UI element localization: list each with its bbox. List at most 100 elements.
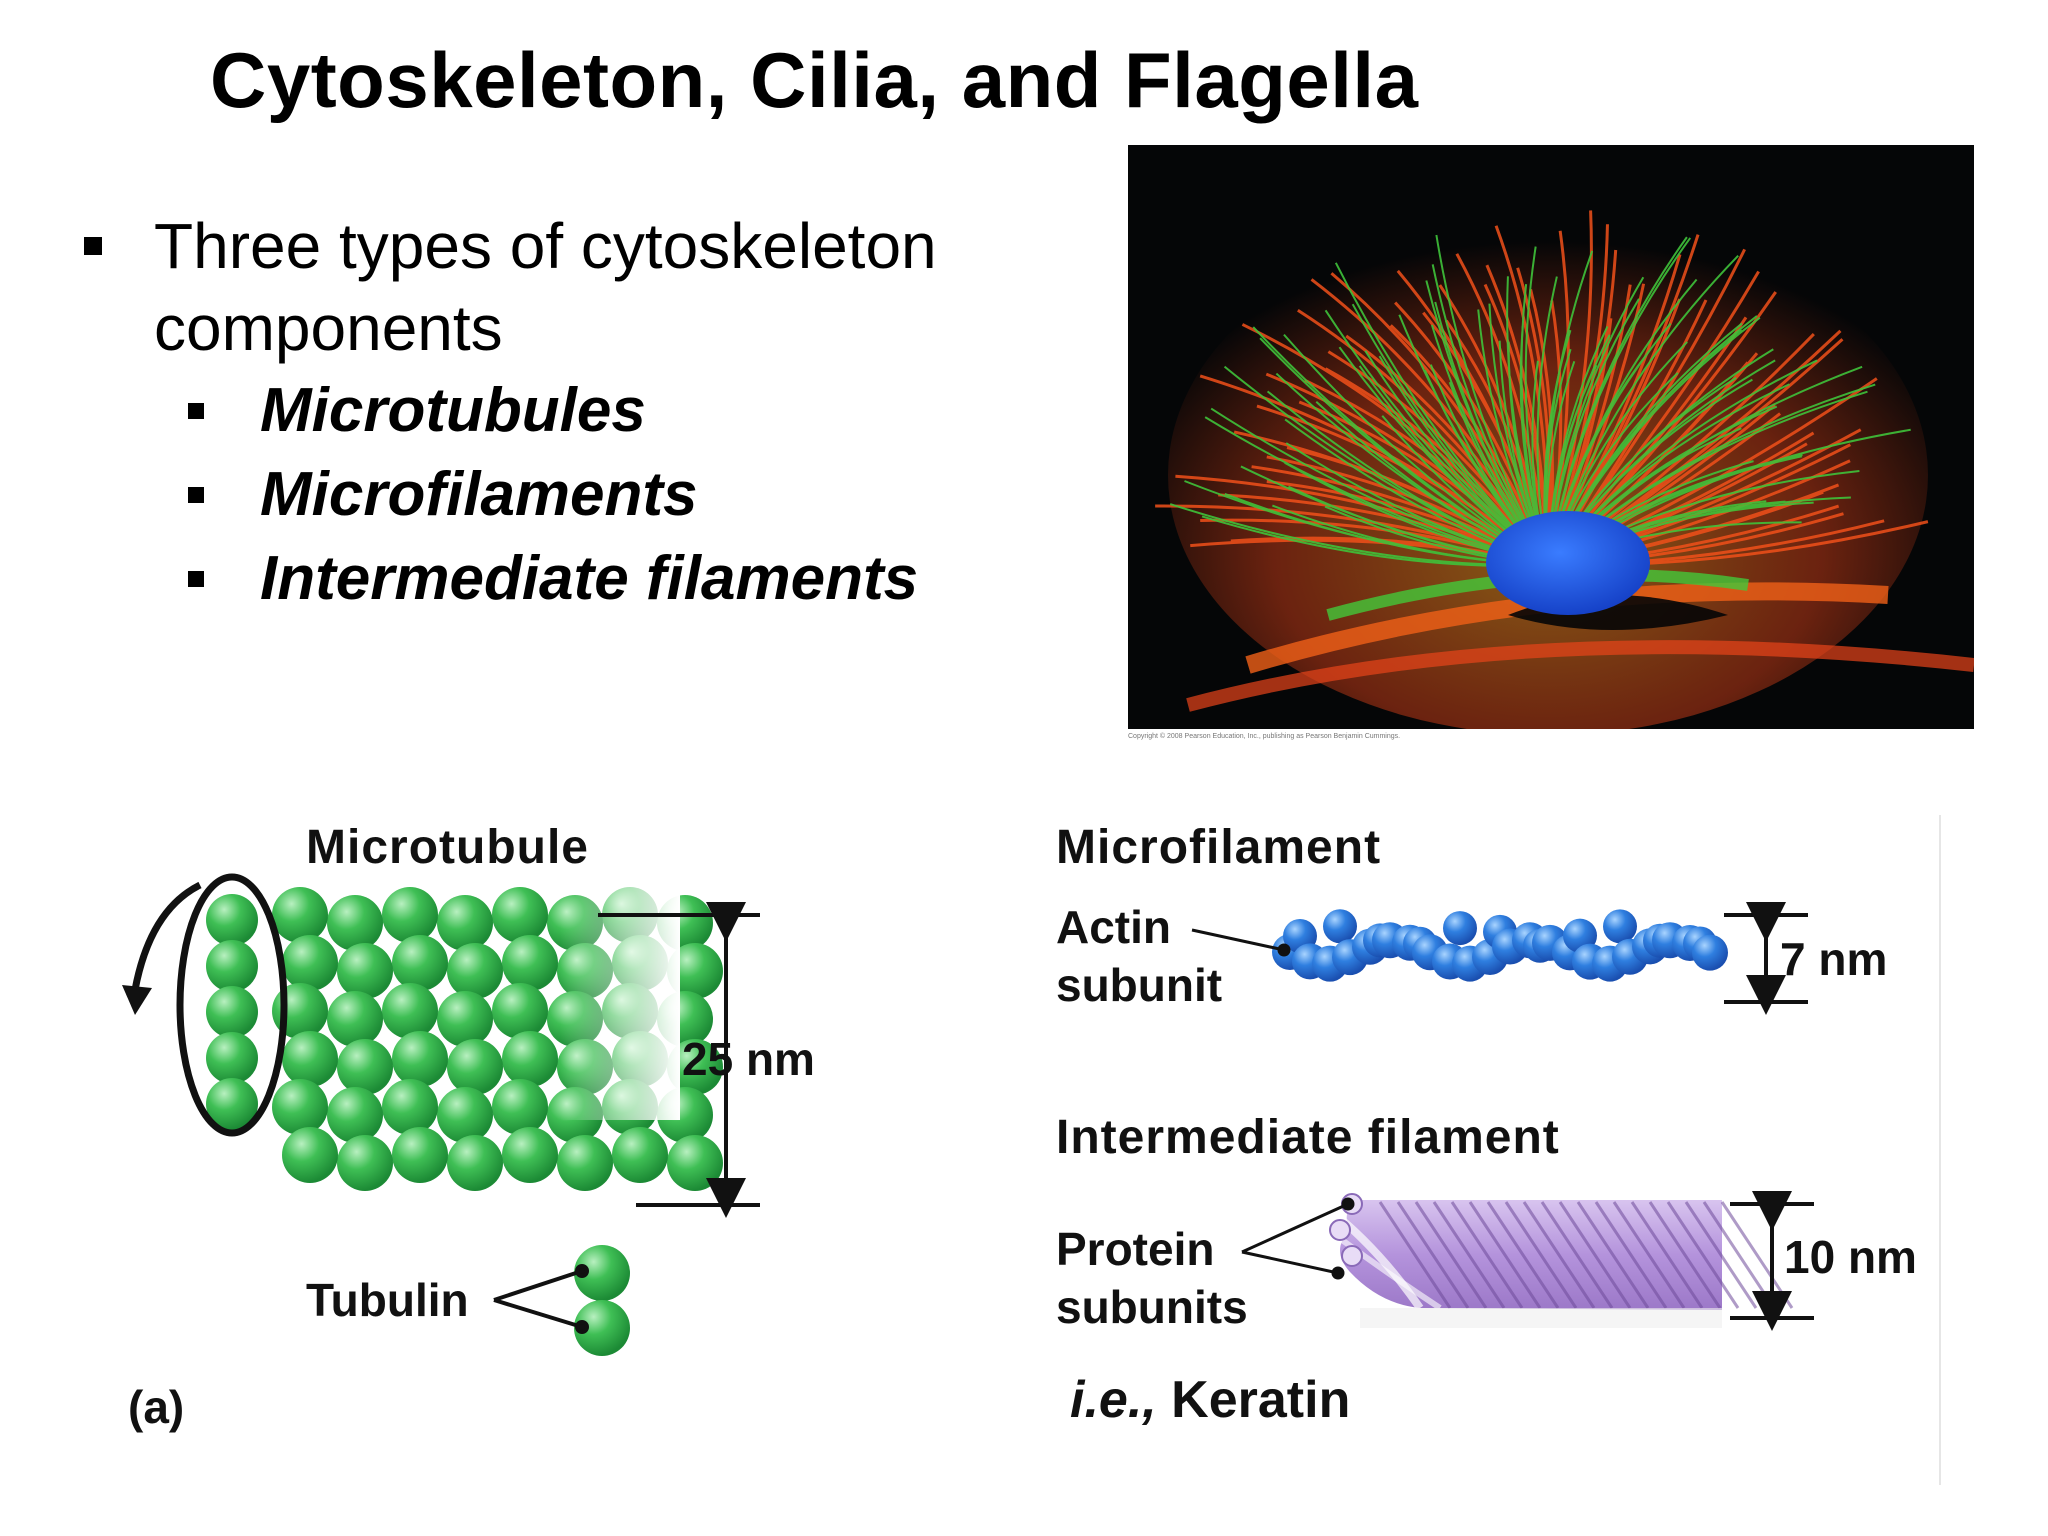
nucleus-shape: [1486, 511, 1650, 615]
filament-stripe-line: [1648, 1201, 1722, 1309]
filament-stripe-line: [1468, 1201, 1542, 1309]
panel-label: (a): [128, 1381, 185, 1433]
tubulin-subunit-shape: [447, 1135, 503, 1191]
microfilament-dimension: 7 nm: [1780, 933, 1888, 985]
tubulin-subunit-shape: [392, 935, 448, 991]
microtubule-dimension: 25 nm: [682, 1033, 815, 1085]
filament-stripe-line: [1576, 1201, 1650, 1309]
filament-diagram: Microtubule 25 nm Tubulin (a) Microfilam…: [0, 780, 2048, 1500]
actin-subunit-shape: [1603, 909, 1637, 944]
tubulin-subunit-shape: [437, 1087, 493, 1143]
actin-subunit-shape: [1692, 934, 1728, 971]
tubulin-subunit-shape: [382, 1079, 438, 1135]
keratin-name: Keratin: [1171, 1371, 1351, 1429]
sub-bullet-intermediate: Intermediate filaments: [80, 537, 1040, 621]
tubulin-subunit-shape: [667, 1135, 723, 1191]
tubulin-subunit-shape: [282, 1127, 338, 1183]
dimension-7nm: [1724, 902, 1808, 1015]
microfilament-heading: Microfilament: [1056, 821, 1382, 874]
filament-stripe-line: [1414, 1201, 1488, 1309]
tubulin-subunit-shape: [557, 1135, 613, 1191]
square-bullet-icon: [188, 571, 204, 587]
filament-stripe-line: [1540, 1201, 1614, 1309]
tubulin-subunit-shape: [382, 887, 438, 943]
tubulin-label: Tubulin: [306, 1274, 469, 1326]
protein-label-line2: subunits: [1056, 1281, 1248, 1333]
actin-label-line2: subunit: [1056, 959, 1223, 1011]
tubulin-subunit-shape: [272, 887, 328, 943]
bullet-main-text: Three types of cytoskeleton components: [154, 210, 937, 364]
tubulin-subunit-shape: [206, 940, 258, 992]
filament-stripe-line: [1684, 1201, 1758, 1309]
filament-stripe-line: [1558, 1201, 1632, 1309]
sub-bullet-label: Microfilaments: [260, 460, 698, 529]
tubulin-subunit-shape: [447, 1039, 503, 1095]
tubulin-subunit-shape: [282, 1031, 338, 1087]
intermediate-heading: Intermediate filament: [1056, 1111, 1560, 1164]
sub-bullet-label: Intermediate filaments: [260, 544, 919, 613]
tubulin-subunit-shape: [337, 1039, 393, 1095]
tubulin-subunit-shape: [492, 1079, 548, 1135]
actin-subunit-shape: [1443, 911, 1477, 946]
actin-label-line1: Actin: [1056, 901, 1171, 953]
microtubule-heading: Microtubule: [306, 821, 589, 874]
filament-stripe-line: [1450, 1201, 1524, 1309]
dimension-10nm: [1730, 1191, 1814, 1331]
keratin-prefix: i.e.,: [1070, 1371, 1157, 1429]
tubulin-subunit-shape: [447, 943, 503, 999]
filament-stripe-line: [1630, 1201, 1704, 1309]
tubulin-subunit-shape: [437, 895, 493, 951]
tubulin-subunit-shape: [206, 986, 258, 1038]
tubulin-subunit-shape: [392, 1127, 448, 1183]
filament-stripe-line: [1612, 1201, 1686, 1309]
bullet-main: Three types of cytoskeleton components: [80, 205, 1040, 369]
filament-stripe-line: [1396, 1201, 1470, 1309]
tubulin-subunit-shape: [327, 991, 383, 1047]
square-bullet-icon: [188, 487, 204, 503]
tubulin-subunit-shape: [327, 1087, 383, 1143]
fluorescence-micrograph: [1128, 145, 1974, 729]
photo-credit: Copyright © 2008 Pearson Education, Inc.…: [1128, 733, 1401, 740]
tubulin-subunit-shape: [327, 895, 383, 951]
filament-stripe-line: [1522, 1201, 1596, 1309]
actin-filament-shape: [1272, 909, 1728, 982]
tubulin-subunit-shape: [502, 1031, 558, 1087]
dimension-25nm: [598, 902, 760, 1218]
filament-stripe-line: [1504, 1201, 1578, 1309]
keratin-example: i.e., Keratin: [1070, 1370, 1350, 1430]
sub-bullet-microtubules: Microtubules: [80, 369, 1040, 453]
intermediate-filament-shape: [1327, 1193, 1794, 1328]
filament-stripe-line: [1720, 1201, 1794, 1309]
slide-title: Cytoskeleton, Cilia, and Flagella: [210, 36, 1419, 124]
tubulin-subunit-shape: [206, 1032, 258, 1084]
filament-stripe-line: [1594, 1201, 1668, 1309]
square-bullet-icon: [84, 237, 102, 255]
tubulin-subunit-shape: [272, 1079, 328, 1135]
sub-bullet-list: Microtubules Microfilaments Intermediate…: [80, 369, 1040, 621]
protein-label-line1: Protein: [1056, 1223, 1215, 1275]
intermediate-dimension: 10 nm: [1784, 1231, 1917, 1283]
filament-stripe-line: [1432, 1201, 1506, 1309]
bullet-list: Three types of cytoskeleton components M…: [80, 205, 1040, 637]
tubulin-subunit-shape: [492, 983, 548, 1039]
filament-stripe-line: [1666, 1201, 1740, 1309]
tubulin-subunit-shape: [492, 887, 548, 943]
tubulin-subunit-shape: [502, 1127, 558, 1183]
tubulin-subunit-shape: [206, 894, 258, 946]
sub-bullet-label: Microtubules: [260, 376, 646, 445]
filament-stripe-line: [1486, 1201, 1560, 1309]
tubulin-subunit-shape: [612, 1127, 668, 1183]
actin-subunit-shape: [1323, 909, 1357, 944]
rotation-arrow-icon: [122, 873, 288, 1137]
tubulin-subunit-shape: [206, 1078, 258, 1130]
tubulin-subunit-shape: [337, 1135, 393, 1191]
tubulin-subunit-shape: [502, 935, 558, 991]
tubulin-subunit-shape: [437, 991, 493, 1047]
square-bullet-icon: [188, 403, 204, 419]
tubulin-subunit-shape: [337, 943, 393, 999]
sub-bullet-microfilaments: Microfilaments: [80, 453, 1040, 537]
tubulin-subunit-shape: [282, 935, 338, 991]
tubulin-subunit-shape: [392, 1031, 448, 1087]
filament-stripe-line: [1378, 1201, 1452, 1309]
